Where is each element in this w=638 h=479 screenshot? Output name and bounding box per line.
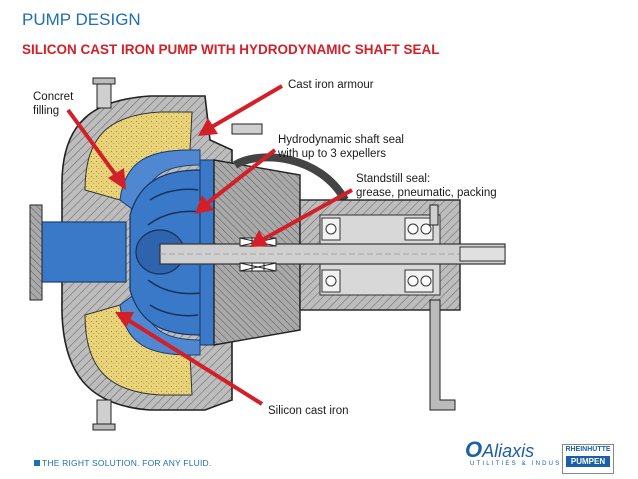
- label-standstill-line1: Standstill seal:: [356, 173, 431, 185]
- label-seal-line1: Hydrodynamic shaft seal: [278, 134, 404, 146]
- arrow-seal: [195, 148, 277, 214]
- label-seal-line2: with up to 3 expellers: [278, 148, 387, 160]
- arrow-standstill: [250, 188, 353, 247]
- bottom-bolt: [96, 399, 112, 427]
- aliaxis-logo-o: O: [465, 437, 483, 462]
- arrow-concrete: [66, 108, 126, 190]
- label-standstill-line2: grease, pneumatic, packing: [356, 187, 497, 199]
- label-concrete-filling: Concret filling: [33, 90, 73, 118]
- footer-slogan: THE RIGHT SOLUTION. FOR ANY FLUID.: [42, 458, 212, 468]
- label-standstill-seal: Standstill seal: grease, pneumatic, pack…: [356, 172, 497, 200]
- aliaxis-logo-text: Aliaxis: [482, 441, 535, 461]
- aliaxis-logo-subtitle: UTILITIES & INDUSTRY: [470, 461, 580, 467]
- label-cast-iron-armour: Cast iron armour: [288, 79, 374, 91]
- arrow-silicon: [115, 312, 264, 406]
- suction-flange: [29, 204, 43, 301]
- page-title: PUMP DESIGN: [22, 10, 141, 29]
- page-subtitle: SILICON CAST IRON PUMP WITH HYDRODYNAMIC…: [22, 42, 440, 57]
- shaft-end: [459, 246, 506, 262]
- support-foot: [429, 299, 456, 411]
- suction-nozzle: [35, 221, 127, 283]
- arrow-armour: [198, 84, 284, 136]
- housing-bolt: [429, 204, 439, 226]
- label-concrete-line2: filling: [33, 105, 60, 117]
- armour-bolt: [231, 123, 263, 135]
- label-concrete-line1: Concret: [33, 91, 74, 103]
- rheinhuette-logo-line1: RHEINHÜTTE: [565, 446, 611, 453]
- aliaxis-logo: OAliaxis: [465, 437, 534, 463]
- label-hydrodynamic-seal: Hydrodynamic shaft seal with up to 3 exp…: [278, 133, 404, 161]
- rheinhuette-logo: RHEINHÜTTE PUMPEN: [562, 444, 614, 474]
- footer-bullet: [34, 460, 40, 466]
- top-bolt: [96, 81, 112, 109]
- label-silicon-cast-iron: Silicon cast iron: [268, 405, 349, 417]
- impeller-vane-4: [149, 304, 199, 317]
- impeller-vane-1: [149, 188, 199, 201]
- rheinhuette-logo-line2: PUMPEN: [566, 456, 610, 467]
- bearing-bracket: [232, 153, 349, 203]
- impeller-vane-3: [147, 279, 201, 295]
